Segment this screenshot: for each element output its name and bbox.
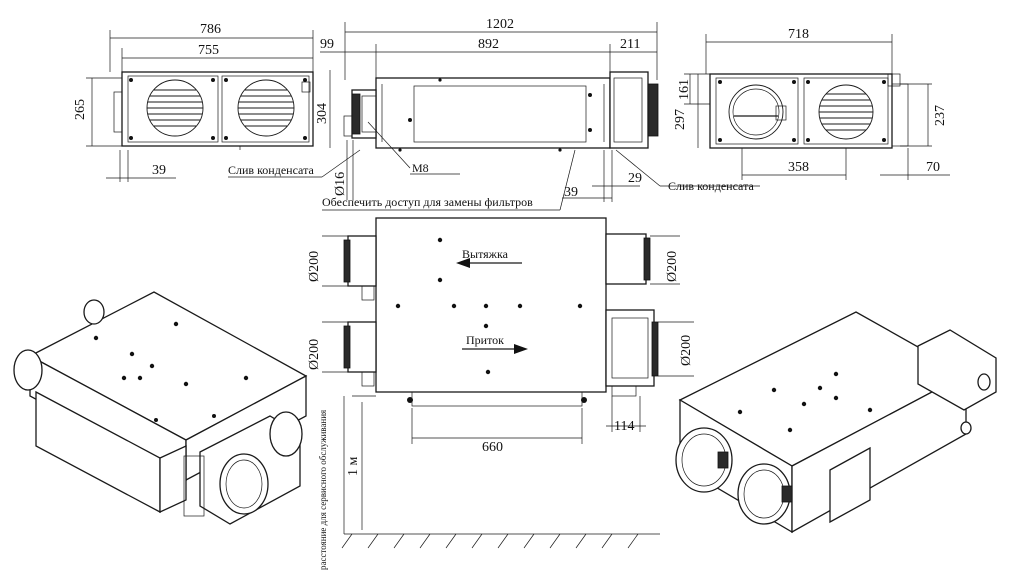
dim-892: 892 [478,37,499,52]
dim-265: 265 [73,99,88,120]
dim-786: 786 [200,22,221,37]
end-view-left: 786 755 265 39 [73,22,361,182]
grille-left [146,79,204,137]
label-exhaust: Вытяжка [462,247,509,261]
label-filter-access: Обеспечить доступ для замены фильтров [322,195,533,209]
label-service-area: расстояние для сервисного обслуживания [318,410,328,570]
dim-237: 237 [933,105,948,126]
dim-211: 211 [620,37,640,52]
dim-1m: 1 м [346,457,361,477]
dim-660: 660 [482,440,503,455]
dim-d200-rt: Ø200 [665,251,680,282]
dim-39-left: 39 [152,163,166,178]
dim-297: 297 [673,109,688,130]
dim-d16: Ø16 [333,172,348,196]
dim-99: 99 [320,37,334,52]
grille-right-end [818,84,874,140]
dim-29: 29 [628,171,642,186]
isometric-left [13,291,308,525]
dim-304: 304 [315,103,330,124]
service-clearance: 1 м расстояние для сервисного обслуживан… [318,395,660,570]
floor-hatch [341,533,639,549]
side-view: 1202 99 892 211 304 Ø16 M8 Обеспечить [315,17,760,211]
dim-1202: 1202 [486,17,514,32]
label-drain-right: Слив конденсата [668,179,754,193]
dim-161: 161 [677,79,692,100]
exhaust-arrow [456,258,470,268]
end-view-right: 718 161 297 237 [673,27,950,180]
label-m8: M8 [412,161,429,175]
dim-358: 358 [788,160,809,175]
dim-d200-rb: Ø200 [679,335,694,366]
isometric-right [675,311,997,534]
dim-d200-lb: Ø200 [307,339,322,370]
label-supply: Приток [466,333,504,347]
dim-755: 755 [198,43,219,58]
grille-right [237,79,295,137]
dim-114: 114 [614,419,634,434]
dim-39-mid: 39 [564,185,578,200]
dim-718: 718 [788,27,809,42]
supply-arrow [514,344,528,354]
plan-view: Вытяжка Приток Ø200 Ø200 Ø200 Ø200 660 1… [307,217,694,455]
dim-d200-lt: Ø200 [307,251,322,282]
dim-70: 70 [926,160,940,175]
label-drain-left: Слив конденсата [228,163,314,177]
